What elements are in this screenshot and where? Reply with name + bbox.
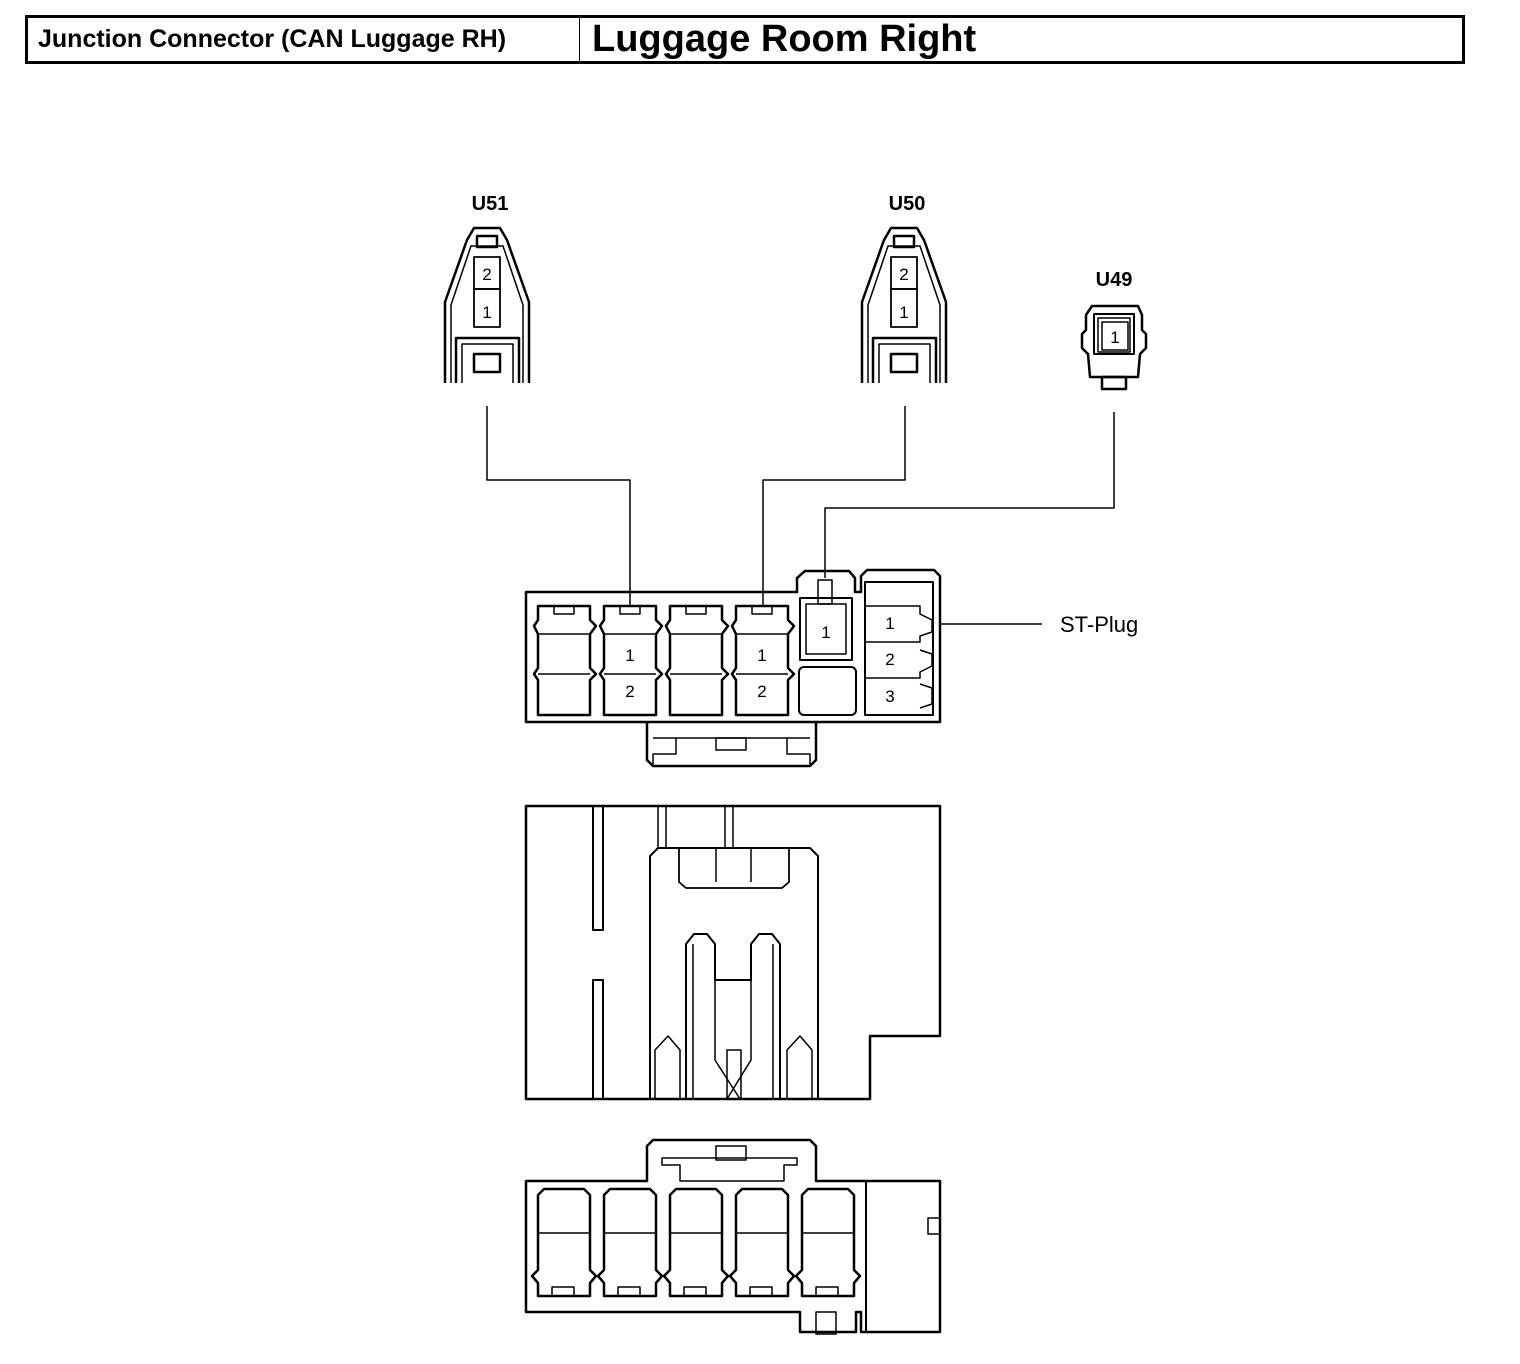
junction-connector-side-view <box>524 804 942 1101</box>
cavity-4: 1 2 <box>730 604 796 717</box>
st-plug-pin-2: 2 <box>885 650 894 669</box>
cavity-4-pin-1: 1 <box>757 646 766 665</box>
cavity-5-pin-1: 1 <box>821 623 830 642</box>
rear-cavity-3 <box>662 1187 730 1298</box>
u51-pin-1: 1 <box>482 303 491 322</box>
u51-pin-2: 2 <box>482 265 491 284</box>
u50-pin-2: 2 <box>899 265 908 284</box>
st-plug-label: ST-Plug <box>1060 612 1138 637</box>
junction-connector-face: 1 2 1 2 1 <box>524 568 942 768</box>
u50-pin-1: 1 <box>899 303 908 322</box>
st-plug-pin-1: 1 <box>885 614 894 633</box>
title-bar: Junction Connector (CAN Luggage RH) Lugg… <box>25 15 1465 64</box>
connector-u50: U50 2 1 <box>860 193 948 383</box>
rear-cavity-4 <box>728 1187 796 1298</box>
connector-u51: U51 2 1 <box>443 193 531 383</box>
st-plug: 1 2 3 <box>864 581 934 716</box>
junction-connector-rear-view <box>524 1138 942 1335</box>
wire-u51 <box>486 406 631 606</box>
connector-u49-label: U49 <box>1096 269 1133 291</box>
connector-u51-label: U51 <box>472 193 509 215</box>
cavity-5-single: 1 <box>798 579 857 716</box>
wiring-lines <box>486 406 1115 625</box>
cavity-2-pin-1: 1 <box>625 646 634 665</box>
component-name: Junction Connector (CAN Luggage RH) <box>28 18 580 61</box>
u49-pin-1: 1 <box>1110 328 1119 347</box>
cavity-1 <box>532 604 598 717</box>
rear-cavity-5 <box>794 1187 862 1298</box>
connector-u49: U49 1 <box>1080 269 1148 391</box>
wire-u50 <box>762 406 906 606</box>
wire-u49 <box>824 412 1115 578</box>
st-plug-pin-3: 3 <box>885 687 894 706</box>
cavity-2: 1 2 <box>598 604 664 717</box>
cavity-4-pin-2: 2 <box>757 682 766 701</box>
cavity-3 <box>664 604 730 717</box>
cavity-2-pin-2: 2 <box>625 682 634 701</box>
rear-cavity-2 <box>596 1187 664 1298</box>
location-name: Luggage Room Right <box>592 18 977 60</box>
connector-u50-label: U50 <box>889 193 926 215</box>
rear-cavity-1 <box>530 1187 598 1298</box>
